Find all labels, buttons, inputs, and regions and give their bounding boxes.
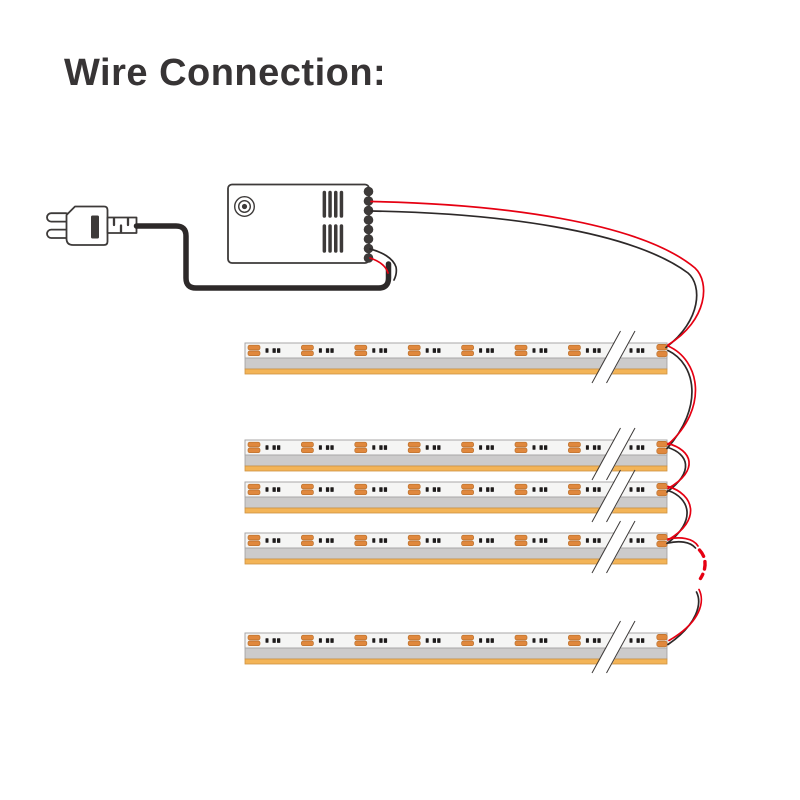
terminal-dot [363, 243, 374, 254]
terminal-dot [363, 215, 374, 225]
power-adapter [227, 183, 398, 281]
vent-slot [322, 224, 327, 253]
vent-slot [328, 190, 332, 218]
led-strip-4 [245, 521, 667, 573]
adapter-body [227, 183, 370, 264]
output-terminals [363, 186, 374, 263]
led-strip-5 [245, 621, 667, 673]
power-cable [133, 223, 392, 291]
vent-slot [339, 190, 344, 218]
terminal-dot [363, 186, 374, 197]
adapter-input-wire-red [369, 257, 389, 274]
dc-jack-inner-ring [237, 199, 251, 213]
vent-slot [328, 224, 332, 253]
feed-wire-black [370, 210, 698, 349]
vent-slot [322, 190, 327, 218]
plug-strain-relief-threads [112, 217, 130, 234]
link-wire-red-strip1-strip2 [667, 345, 697, 446]
vent-slot [334, 224, 338, 253]
dc-jack-pin [241, 203, 248, 210]
terminal-dot [363, 224, 374, 235]
link-wire-black-strip3-strip4 [666, 489, 688, 545]
dc-jack [233, 195, 255, 217]
link-wire-red-strip3-strip4 [667, 485, 692, 541]
vent-slot [334, 190, 338, 218]
led-strips [245, 331, 667, 673]
link-wire-black-strip4-out [667, 540, 697, 549]
terminal-dot [363, 234, 374, 244]
dc-jack-outer-ring [233, 195, 255, 217]
continuation-dashed-wire [697, 548, 707, 581]
adapter-input-wire-black [369, 248, 398, 281]
vent-slots [322, 190, 344, 253]
link-wire-black-strip2-strip3 [666, 446, 687, 493]
feed-wire-red [370, 200, 705, 346]
terminal-dot [363, 196, 374, 206]
link-wire-red-strip4-out [667, 537, 699, 547]
terminal-dot [363, 205, 374, 216]
led-strip-2 [245, 428, 667, 480]
led-strip-1 [245, 331, 667, 383]
page-title: Wire Connection: [64, 52, 387, 94]
link-wire-black-in-strip5 [667, 591, 700, 646]
plug-body [65, 205, 109, 246]
terminal-dot [363, 253, 374, 263]
link-wire-red-in-strip5 [668, 588, 703, 642]
power-plug [46, 205, 138, 246]
feed-wires [370, 200, 705, 349]
link-wires [666, 345, 707, 646]
link-wire-red-strip2-strip3 [667, 442, 690, 490]
plug-slot [91, 215, 99, 239]
vent-slot [339, 224, 344, 253]
